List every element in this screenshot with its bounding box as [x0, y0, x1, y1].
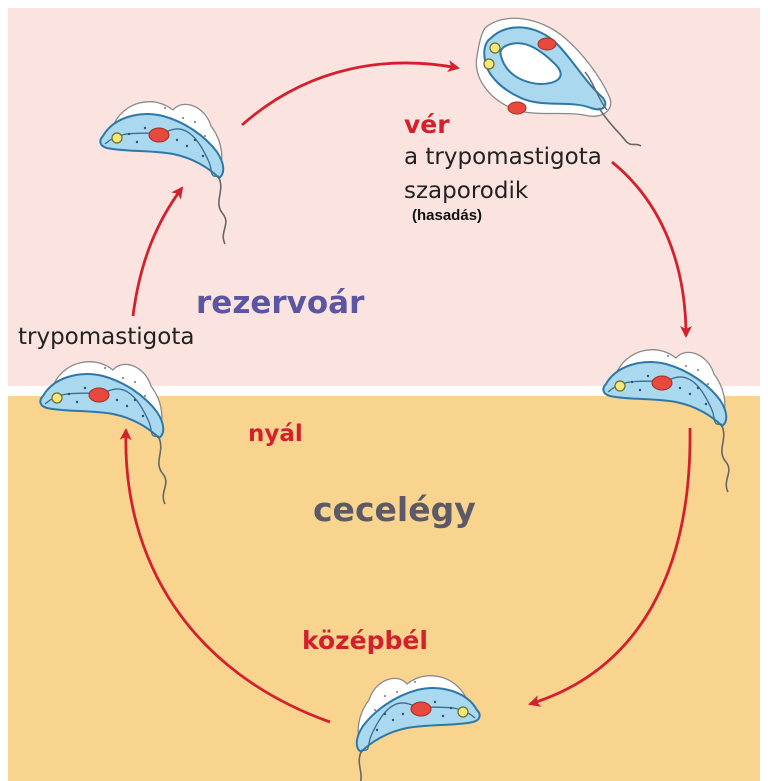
host-background: [8, 8, 760, 386]
tsetse-label: cecelégy: [313, 490, 476, 529]
arrow-to-saliva: [119, 428, 331, 724]
arrow-to-blood: [241, 60, 460, 127]
blood-desc-line-2: szaporodik: [404, 178, 529, 204]
saliva-label: nyál: [248, 421, 303, 447]
arrow-to-reservoir: [131, 186, 184, 317]
midgut-label: középbél: [302, 626, 428, 655]
trypomastigote-label: trypomastigota: [18, 324, 195, 350]
reservoir-label: rezervoár: [196, 285, 365, 321]
arrow-blood-to-tsetse: [611, 160, 692, 338]
blood-label: vér: [404, 110, 450, 139]
blood-desc-line-3: (hasadás): [412, 207, 483, 224]
arrow-to-midgut: [528, 427, 692, 707]
blood-desc-line-1: a trypomastigota: [404, 144, 602, 170]
trypanosome-icon: [475, 17, 642, 147]
